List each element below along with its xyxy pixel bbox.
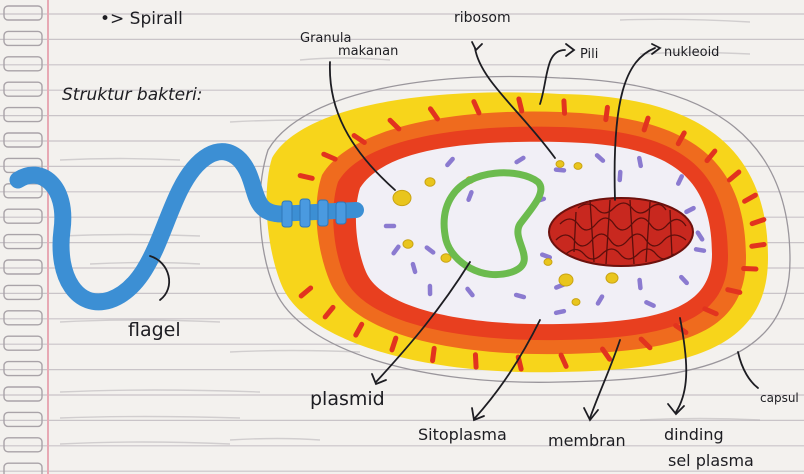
label-flagel: flagel (128, 319, 181, 341)
pilus (475, 355, 476, 367)
label-sitoplasma: Sitoplasma (418, 425, 507, 444)
food-granule (556, 161, 564, 168)
pilus (433, 348, 435, 360)
label-dinding-line2: sel plasma (668, 451, 754, 470)
food-granule (425, 178, 435, 187)
ribosome (556, 311, 564, 313)
label-capsul: capsul (760, 391, 799, 405)
ribosome (516, 295, 524, 297)
pilus (300, 176, 312, 179)
label-granula-line2: makanan (338, 44, 398, 59)
pilus (519, 99, 522, 111)
label-plasmid: plasmid (310, 388, 385, 410)
food-granule (572, 299, 580, 306)
food-granule (441, 254, 451, 263)
ribosome (639, 158, 641, 166)
pilus (606, 107, 608, 119)
ribosome (640, 280, 641, 288)
label-ribosom: ribosom (454, 10, 511, 26)
label-pili: Pili (580, 47, 598, 62)
label-dinding-line1: dinding (664, 425, 724, 444)
ribosome (696, 249, 704, 250)
ribosome (413, 264, 415, 272)
pilus (728, 290, 740, 293)
ribosome (646, 302, 653, 305)
page-heading: •> Spirall (100, 9, 183, 29)
label-nukleoid: nukleoid (664, 45, 719, 60)
label-membran: membran (548, 431, 626, 450)
page-subheading: Struktur bakteri: (62, 85, 203, 105)
ribosome (469, 192, 472, 199)
food-granule (559, 274, 573, 286)
food-granule (574, 163, 582, 170)
food-granule (544, 259, 552, 266)
food-granule (393, 190, 411, 205)
pilus (564, 101, 565, 113)
ribosome (620, 172, 621, 180)
ribosome (556, 170, 564, 171)
ribosome (678, 176, 682, 183)
pilus (752, 244, 764, 246)
food-granule (606, 273, 618, 283)
food-granule (403, 240, 413, 249)
nucleoid (549, 198, 693, 266)
ribosome (542, 255, 550, 258)
